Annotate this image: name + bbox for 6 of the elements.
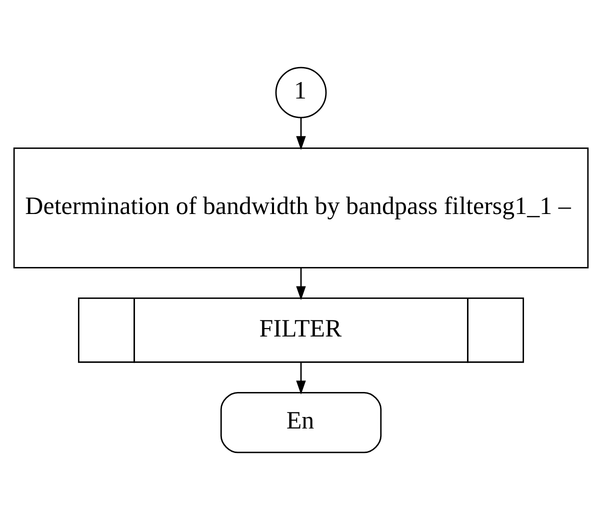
node-box: En: [220, 392, 382, 453]
arrow: [296, 117, 306, 150]
arrow: [296, 267, 306, 300]
node-circle: 1: [275, 66, 327, 118]
node-box: Determination of bandwidth by bandpass filtersg1_1 –: [13, 146, 589, 268]
arrow: [296, 362, 306, 394]
